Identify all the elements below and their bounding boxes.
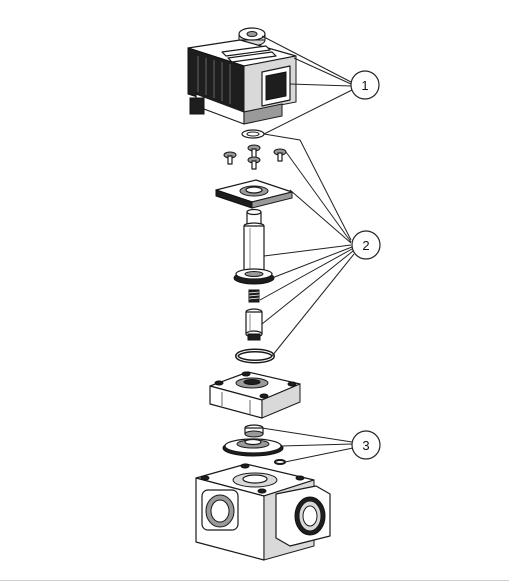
callout-1: 1 [350, 70, 380, 100]
leader-lines-2 [259, 133, 355, 357]
coil-housing [187, 39, 297, 125]
diaphragm-stem [244, 424, 264, 438]
inlet-port [201, 489, 239, 531]
leader-lines-3 [261, 427, 354, 463]
bottom-divider [0, 580, 509, 581]
callout-2-label: 2 [362, 238, 369, 253]
diaphragm-set [222, 424, 286, 465]
leader-lines-1 [261, 35, 353, 135]
armature-assembly [215, 144, 293, 364]
outlet-port [275, 485, 331, 547]
armature-tube [233, 208, 275, 285]
valve-body [195, 463, 331, 561]
valve-bonnet [209, 371, 301, 419]
cover-screws [223, 144, 287, 170]
callout-1-label: 1 [361, 78, 368, 93]
plunger [245, 308, 263, 341]
callout-2: 2 [351, 230, 381, 260]
small-oring [274, 459, 286, 465]
diaphragm [222, 438, 284, 457]
tube-flange [215, 179, 293, 209]
body-oring [235, 348, 275, 364]
plunger-spring [248, 289, 260, 303]
callout-3-label: 3 [362, 438, 369, 453]
coil-oring [241, 129, 265, 139]
callout-3: 3 [351, 430, 381, 460]
solenoid-coil [187, 27, 297, 139]
